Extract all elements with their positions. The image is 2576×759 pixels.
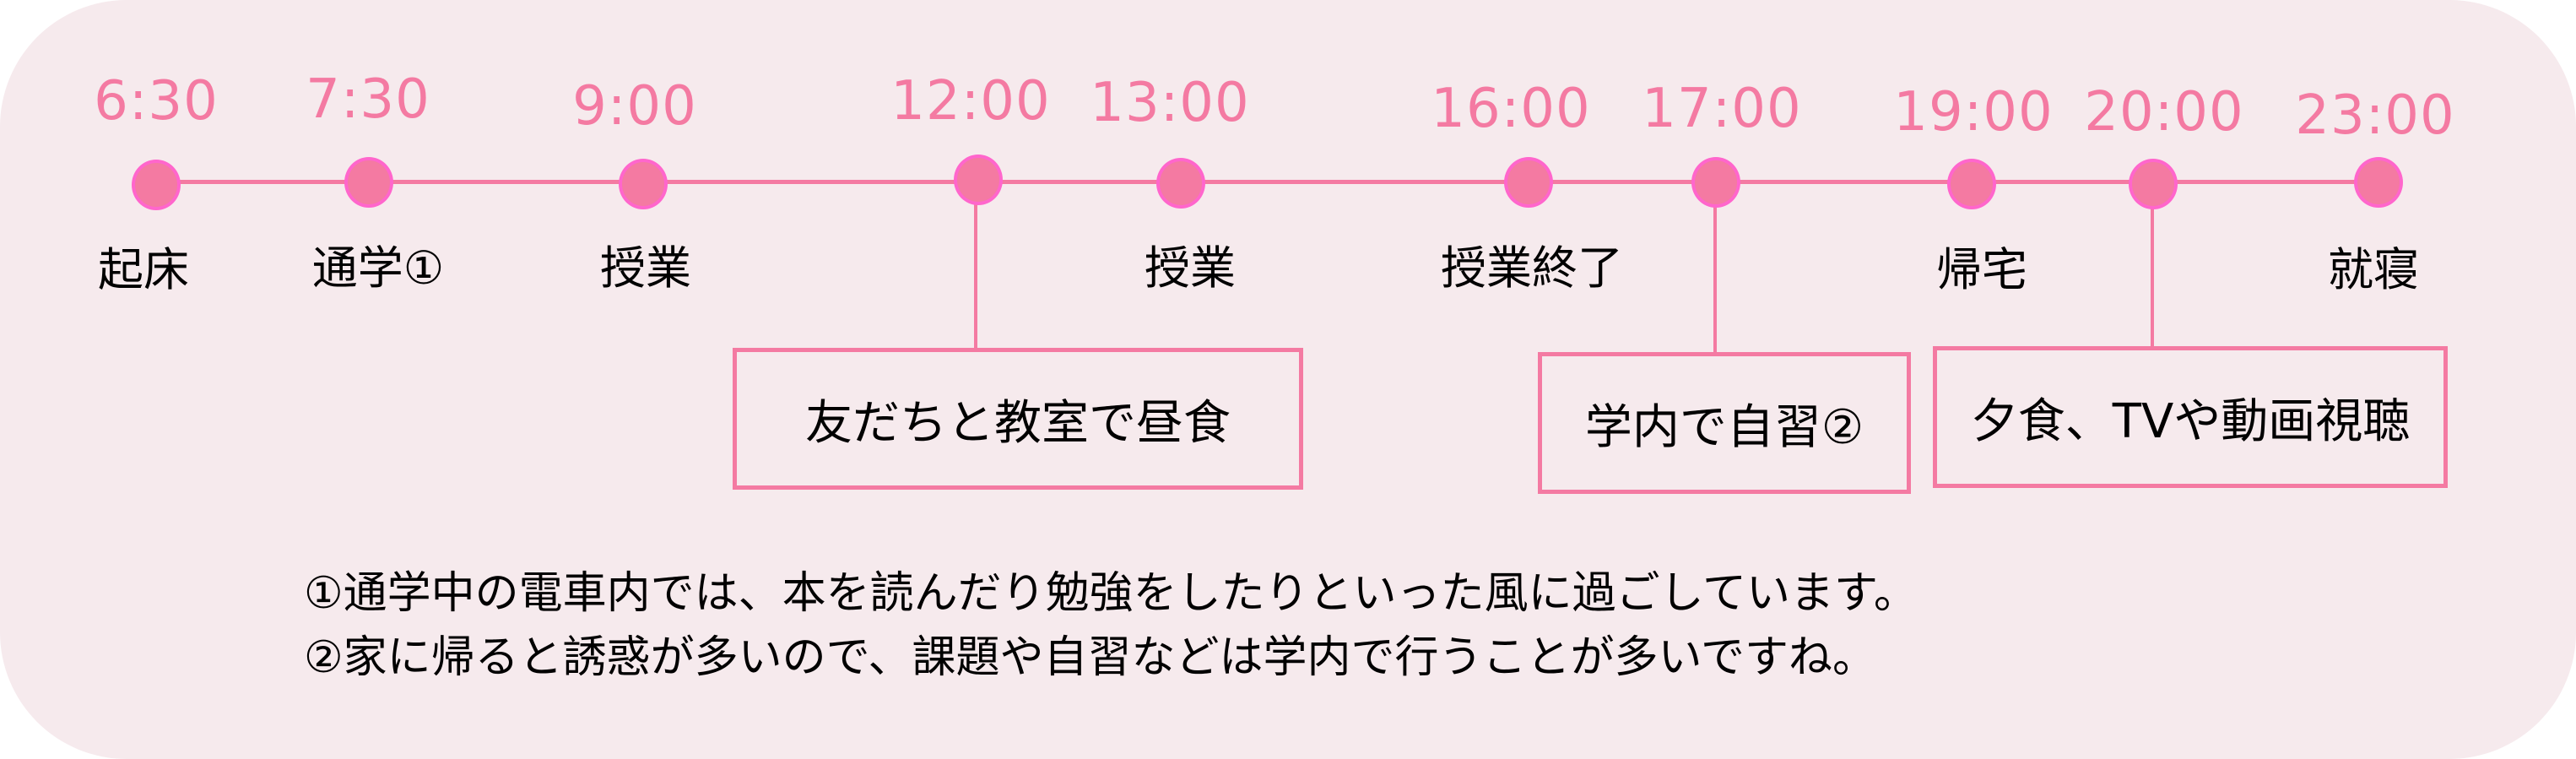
callout-self-study-text: 学内で自習② (1584, 399, 1864, 455)
timeline-dot-1200 (954, 155, 1003, 205)
timeline-dot-1900 (1947, 159, 1996, 209)
event-label-wake-up: 起床 (98, 243, 189, 296)
timeline-line (155, 180, 2378, 184)
event-label-go-home: 帰宅 (1936, 243, 2027, 296)
connector-1700 (1713, 194, 1717, 355)
timeline-dot-1300 (1156, 158, 1205, 209)
timeline-dot-2000 (2129, 159, 2178, 209)
time-label-1300: 13:00 (1090, 72, 1250, 134)
time-label-1900: 19:00 (1893, 81, 2054, 144)
time-label-2000: 20:00 (2084, 81, 2244, 144)
event-label-class-am: 授業 (600, 241, 691, 295)
callout-self-study: 学内で自習② (1538, 352, 1911, 494)
footnote-2: ②家に帰ると誘惑が多いので、課題や自習などは学内で行うことが多いですね。 (304, 632, 1876, 683)
timeline-dot-2300 (2354, 157, 2403, 208)
time-label-0900: 9:00 (572, 75, 697, 138)
time-label-1200: 12:00 (890, 70, 1051, 133)
connector-2000 (2151, 194, 2154, 349)
event-label-class-end: 授業終了 (1441, 241, 1623, 295)
timeline-dot-1600 (1504, 157, 1553, 208)
event-label-commute: 通学① (311, 241, 445, 295)
connector-1200 (974, 194, 977, 350)
timeline-dot-1700 (1691, 157, 1740, 208)
footnote-1: ①通学中の電車内では、本を読んだり勉強をしたりといった風に過ごしています。 (304, 568, 1918, 619)
time-label-1700: 17:00 (1642, 78, 1802, 140)
event-label-class-pm: 授業 (1145, 241, 1236, 295)
callout-dinner: 夕食、TVや動画視聴 (1933, 346, 2448, 488)
time-label-2300: 23:00 (2295, 84, 2455, 147)
time-label-0730: 7:30 (306, 68, 430, 131)
event-label-sleep: 就寝 (2328, 243, 2419, 296)
callout-lunch: 友だちと教室で昼食 (733, 348, 1303, 490)
callout-dinner-text: 夕食、TVや動画視聴 (1970, 393, 2411, 449)
time-label-0630: 6:30 (94, 70, 219, 133)
timeline-dot-0730 (344, 157, 393, 208)
callout-lunch-text: 友だちと教室で昼食 (805, 395, 1231, 451)
footnotes: ①通学中の電車内では、本を読んだり勉強をしたりといった風に過ごしています。 ②家… (304, 561, 1918, 690)
timeline-dot-0900 (619, 159, 668, 209)
timeline-dot-0630 (132, 160, 181, 210)
time-label-1600: 16:00 (1431, 78, 1591, 140)
